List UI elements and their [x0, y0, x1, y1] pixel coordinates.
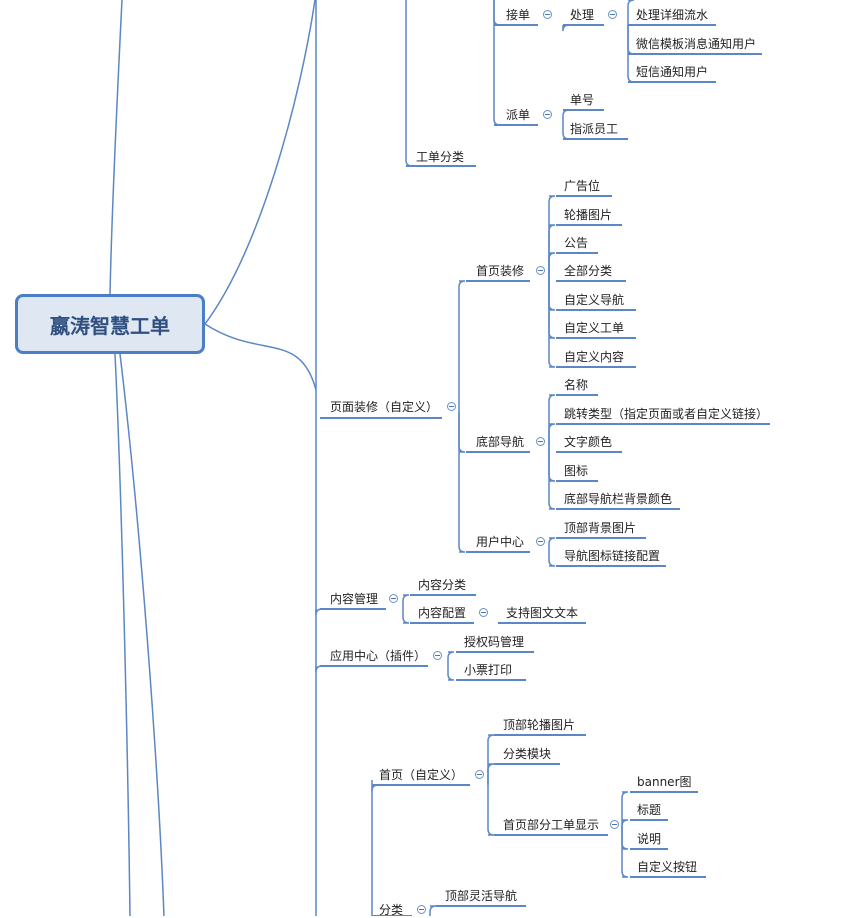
- node-custom-content[interactable]: 自定义内容: [564, 350, 625, 364]
- collapse-icon[interactable]: [536, 537, 545, 546]
- node-category-module[interactable]: 分类模块: [503, 747, 552, 761]
- node-title[interactable]: 标题: [637, 803, 662, 817]
- collapse-icon[interactable]: [417, 905, 426, 914]
- node-top-flex-nav[interactable]: 顶部灵活导航: [445, 889, 518, 903]
- node-home-custom[interactable]: 首页（自定义）: [379, 768, 464, 782]
- node-app-center[interactable]: 应用中心（插件）: [330, 649, 427, 663]
- node-home-partial-orders[interactable]: 首页部分工单显示: [503, 818, 600, 832]
- node-chuli[interactable]: 处理: [570, 8, 595, 22]
- node-auth-code[interactable]: 授权码管理: [464, 635, 525, 649]
- node-sms-notify[interactable]: 短信通知用户: [636, 65, 709, 79]
- node-content-config[interactable]: 内容配置: [418, 606, 467, 620]
- node-fenlei[interactable]: 分类: [379, 903, 404, 917]
- collapse-icon[interactable]: [479, 608, 488, 617]
- node-all-categories[interactable]: 全部分类: [564, 264, 613, 278]
- collapse-icon[interactable]: [543, 10, 552, 19]
- node-user-center[interactable]: 用户中心: [476, 535, 525, 549]
- node-icon[interactable]: 图标: [564, 464, 589, 478]
- node-custom-order[interactable]: 自定义工单: [564, 321, 625, 335]
- node-paidan[interactable]: 派单: [506, 108, 531, 122]
- node-order-category[interactable]: 工单分类: [416, 150, 465, 164]
- node-rich-text[interactable]: 支持图文文本: [506, 606, 579, 620]
- collapse-icon[interactable]: [608, 10, 617, 19]
- node-chuli-detail[interactable]: 处理详细流水: [636, 8, 709, 22]
- root-node[interactable]: 嬴涛智慧工单: [15, 294, 205, 354]
- collapse-icon[interactable]: [475, 770, 484, 779]
- node-content-category[interactable]: 内容分类: [418, 578, 467, 592]
- node-banner[interactable]: banner图: [637, 775, 692, 789]
- node-top-bg-image[interactable]: 顶部背景图片: [564, 521, 637, 535]
- node-carousel[interactable]: 轮播图片: [564, 208, 613, 222]
- collapse-icon[interactable]: [610, 820, 619, 829]
- node-wechat-notify[interactable]: 微信模板消息通知用户: [636, 37, 757, 51]
- node-custom-nav[interactable]: 自定义导航: [564, 293, 625, 307]
- node-jump-type[interactable]: 跳转类型（指定页面或者自定义链接）: [564, 407, 769, 421]
- collapse-icon[interactable]: [433, 651, 442, 660]
- node-top-carousel[interactable]: 顶部轮播图片: [503, 718, 576, 732]
- node-ad-slot[interactable]: 广告位: [564, 179, 601, 193]
- node-danhao[interactable]: 单号: [570, 93, 595, 107]
- collapse-icon[interactable]: [536, 437, 545, 446]
- node-jiedan[interactable]: 接单: [506, 8, 531, 22]
- node-assign-staff[interactable]: 指派员工: [570, 122, 619, 136]
- node-page-decor[interactable]: 页面装修（自定义）: [330, 400, 439, 414]
- collapse-icon[interactable]: [536, 266, 545, 275]
- node-desc[interactable]: 说明: [637, 832, 662, 846]
- node-name[interactable]: 名称: [564, 378, 589, 392]
- node-bottom-bar-bg[interactable]: 底部导航栏背景颜色: [564, 492, 673, 506]
- node-content-mgmt[interactable]: 内容管理: [330, 592, 379, 606]
- node-text-color[interactable]: 文字颜色: [564, 435, 613, 449]
- node-receipt-print[interactable]: 小票打印: [464, 663, 513, 677]
- node-bottom-nav[interactable]: 底部导航: [476, 435, 525, 449]
- node-nav-icon-link[interactable]: 导航图标链接配置: [564, 549, 661, 563]
- node-custom-button[interactable]: 自定义按钮: [637, 860, 698, 874]
- collapse-icon[interactable]: [543, 110, 552, 119]
- collapse-icon[interactable]: [389, 594, 398, 603]
- node-home-decor[interactable]: 首页装修: [476, 264, 525, 278]
- node-notice[interactable]: 公告: [564, 236, 589, 250]
- collapse-icon[interactable]: [447, 402, 456, 411]
